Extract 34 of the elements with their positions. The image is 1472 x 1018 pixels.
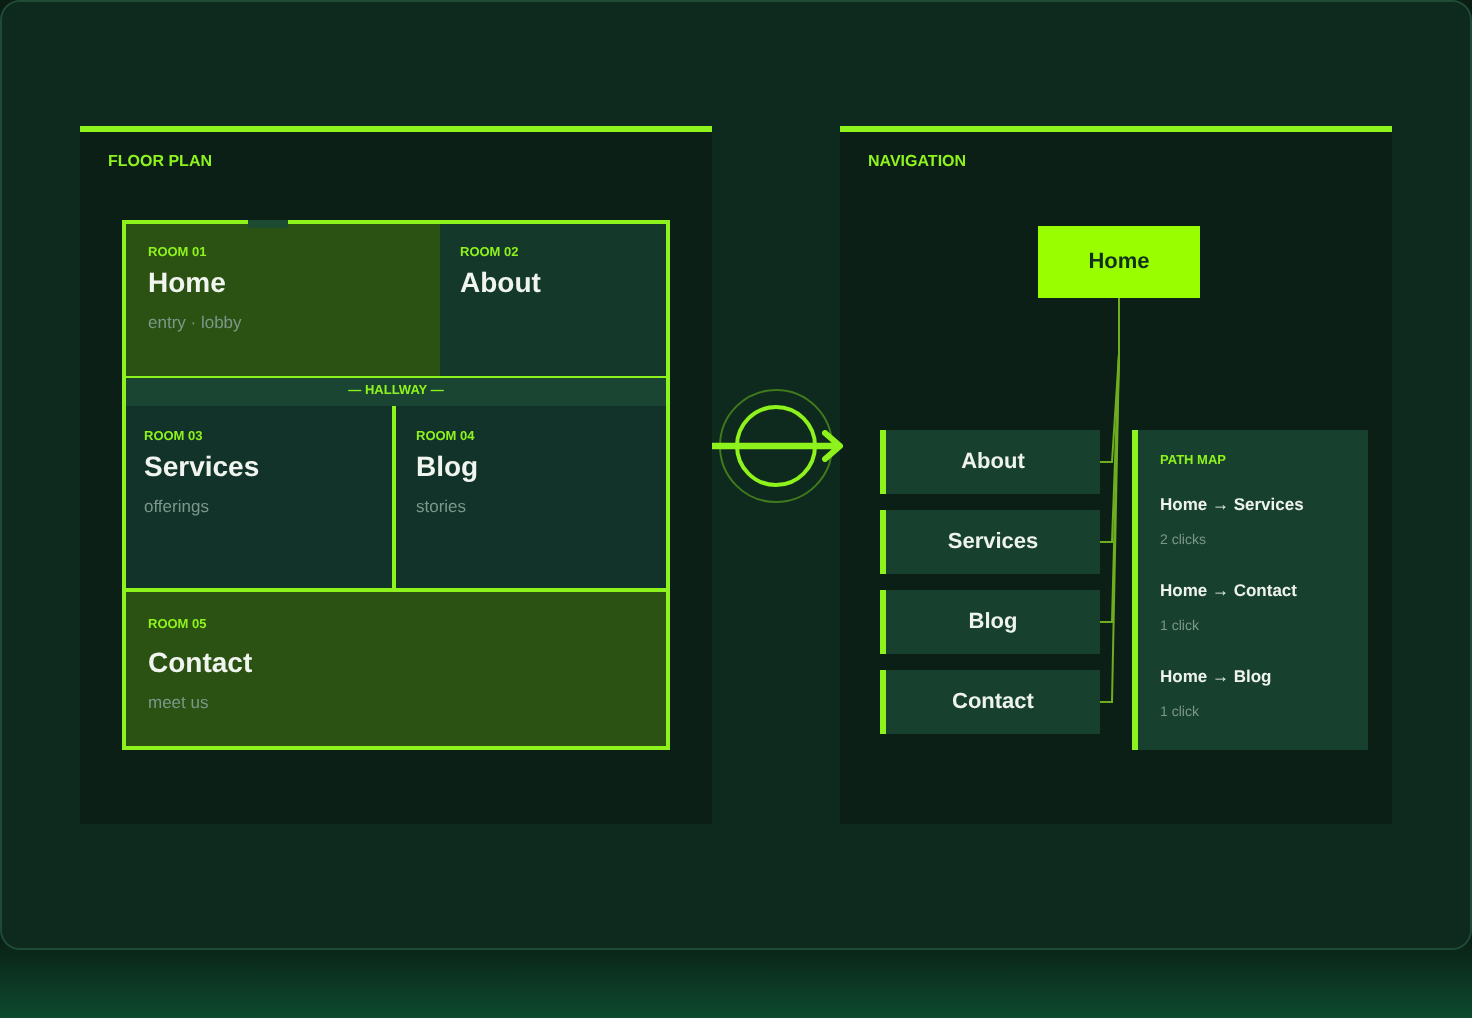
- nav-item: [880, 590, 1100, 654]
- room-note: entry · lobby: [148, 312, 242, 332]
- room-name: Blog: [416, 450, 479, 484]
- hallway-band: [124, 376, 668, 406]
- room-note: offerings: [144, 496, 209, 516]
- room-name: Home: [148, 266, 226, 300]
- path-route: Home → Services: [1160, 494, 1304, 514]
- path-map-panel: [1132, 430, 1368, 750]
- room: [124, 588, 668, 746]
- panel: [80, 126, 712, 824]
- room-note: stories: [416, 496, 467, 516]
- room: [396, 406, 668, 588]
- nav-item: [880, 670, 1100, 734]
- room-note: meet us: [148, 692, 209, 712]
- path-route: Home → Contact: [1160, 580, 1297, 600]
- room: [124, 222, 440, 376]
- panel: [840, 126, 1392, 824]
- nav-label: Services: [947, 529, 1039, 555]
- nav-label: About: [961, 449, 1025, 475]
- path-route: Home → Blog: [1160, 666, 1272, 686]
- room: [124, 406, 396, 588]
- nav-item: [880, 510, 1100, 574]
- nav-item: [880, 430, 1100, 494]
- nav-label: Blog: [968, 609, 1018, 635]
- connector-line: [1099, 297, 1120, 703]
- panel-heading: FLOOR PLAN: [108, 152, 212, 172]
- room-name: Services: [144, 450, 260, 484]
- node-label: Home: [1088, 249, 1150, 275]
- nav-label: Contact: [952, 689, 1034, 715]
- room: [440, 222, 668, 376]
- room-name: About: [460, 266, 541, 300]
- room-name: Contact: [148, 646, 253, 680]
- panel-heading: NAVIGATION: [868, 152, 967, 172]
- home-node: [1038, 226, 1200, 298]
